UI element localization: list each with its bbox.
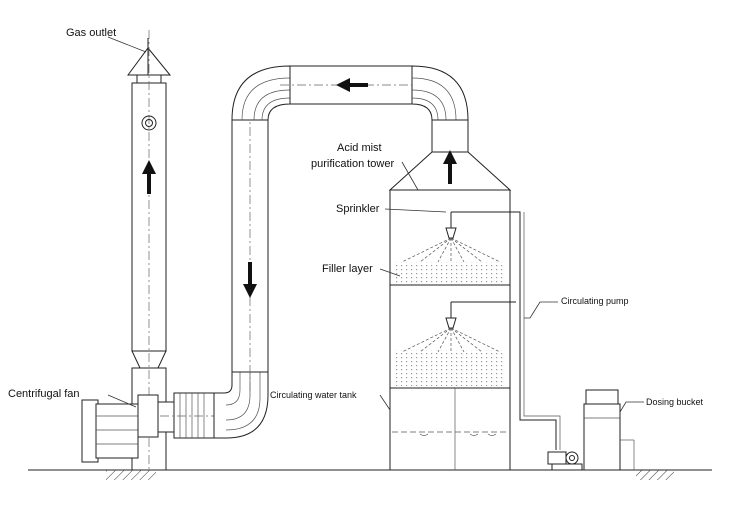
flow-arrow-left-duct	[336, 78, 368, 92]
label-sprinkler: Sprinkler	[336, 203, 380, 215]
duct	[213, 65, 469, 439]
ground-line	[28, 469, 712, 480]
label-circulating-water-tank: Circulating water tank	[270, 390, 357, 400]
leader-lines	[107, 36, 644, 413]
sprinkler-upper	[401, 212, 501, 263]
centrifugal-fan	[81, 392, 240, 463]
label-filler-layer: Filler layer	[322, 263, 373, 275]
label-centrifugal-fan: Centrifugal fan	[8, 388, 80, 400]
label-circulating-pump: Circulating pump	[561, 296, 629, 306]
flow-arrow-up-stack	[142, 160, 156, 194]
filler-layer-lower	[395, 350, 505, 386]
circulation-piping	[451, 211, 561, 450]
label-acid-mist-line2: purification tower	[311, 158, 394, 170]
label-acid-mist-line1: Acid mist	[337, 142, 382, 154]
purification-tower	[388, 151, 512, 471]
sprinkler-lower	[401, 302, 501, 353]
label-gas-outlet: Gas outlet	[66, 27, 116, 39]
flow-arrow-down-duct	[243, 262, 257, 298]
circulating-pump	[547, 451, 583, 471]
flow-arrow-up-tower	[443, 150, 457, 184]
filler-layer-upper	[395, 262, 505, 283]
label-dosing-bucket: Dosing bucket	[646, 397, 704, 407]
dosing-bucket	[583, 389, 635, 471]
